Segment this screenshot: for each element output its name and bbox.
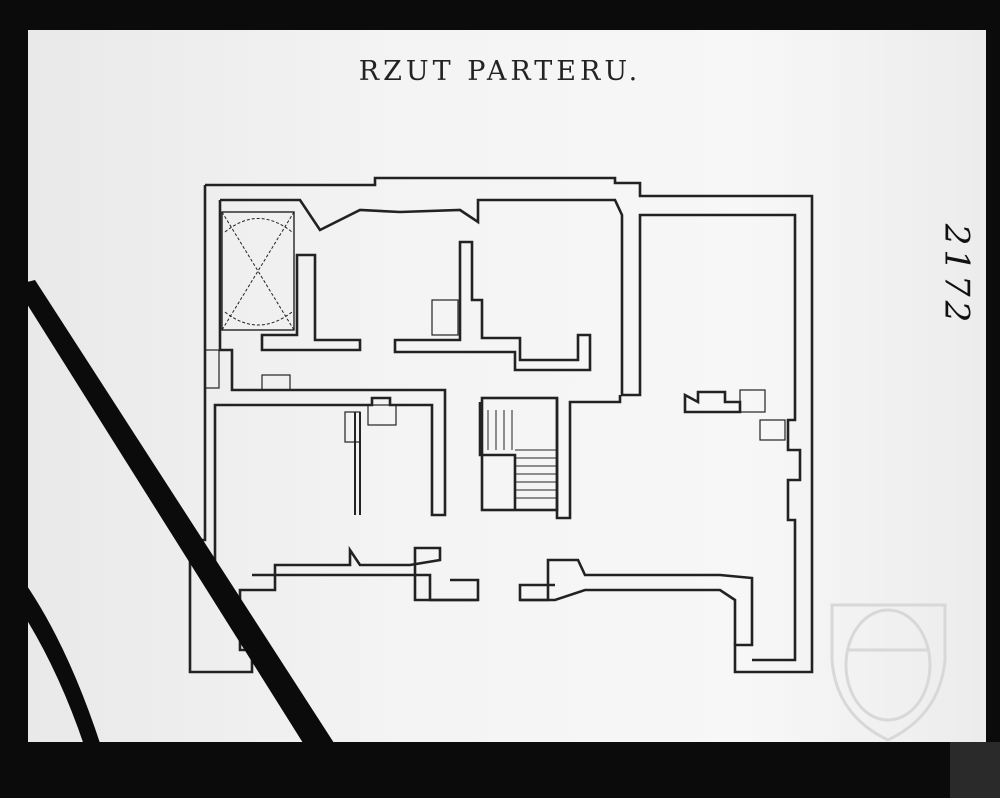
niche	[739, 389, 766, 413]
niche	[261, 374, 291, 391]
partition	[354, 412, 361, 515]
film-edge-bottom	[0, 742, 1000, 798]
handwritten-number: 2172	[936, 223, 977, 327]
partition	[393, 240, 592, 372]
vaulted-room	[221, 211, 295, 331]
drawing-sheet	[28, 30, 986, 742]
outer-wall	[205, 176, 814, 674]
niche	[431, 299, 459, 336]
partition	[260, 253, 362, 352]
film-corner	[950, 742, 1000, 798]
drawing-title: RZUT PARTERU.	[358, 56, 642, 87]
vault-lines	[221, 211, 295, 331]
stair-walls	[478, 395, 622, 520]
film-edge-right	[986, 0, 1000, 798]
niche	[759, 419, 786, 441]
left-inner-wall	[205, 200, 447, 562]
partition	[683, 390, 742, 414]
stair-steps	[487, 410, 557, 499]
niche	[204, 349, 220, 389]
film-edge-diagonal	[15, 280, 345, 770]
niche	[367, 404, 397, 426]
film-edge-left	[0, 0, 28, 300]
outer-wall-inner	[220, 198, 802, 662]
film-edge-top	[0, 0, 1000, 30]
niche	[344, 411, 361, 443]
left-wall	[188, 185, 480, 674]
courtyard-wall	[252, 573, 737, 645]
film-arc	[0, 565, 110, 780]
watermark-crest	[830, 603, 947, 742]
